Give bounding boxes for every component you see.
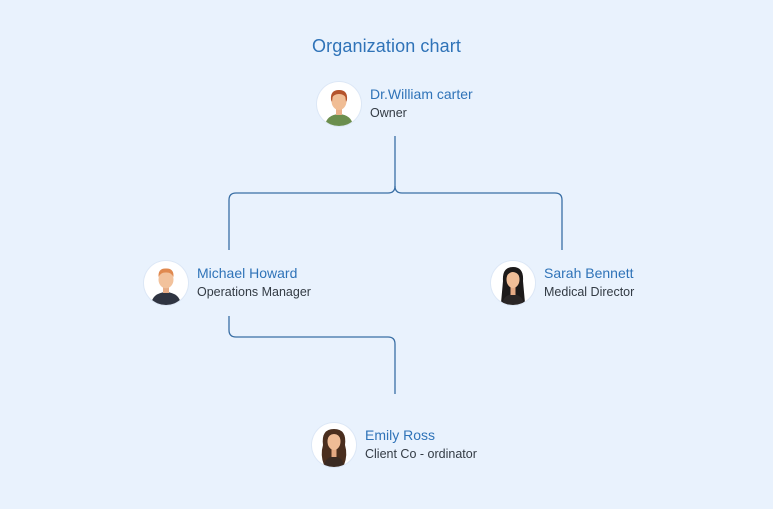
chart-title: Organization chart	[312, 36, 461, 56]
connector-owner-right	[394, 185, 563, 250]
medical-director-role: Medical Director	[544, 284, 635, 299]
node-medical-director[interactable]: Sarah Bennett Medical Director	[491, 261, 634, 305]
owner-name: Dr.William carter	[370, 86, 473, 103]
connector-owner-down	[228, 136, 396, 250]
operations-manager-role: Operations Manager	[197, 284, 311, 299]
avatar-medical-director	[491, 261, 535, 305]
avatar-client-coordinator	[312, 423, 356, 467]
client-coordinator-name: Emily Ross	[365, 427, 436, 444]
node-owner[interactable]: Dr.William carter Owner	[317, 82, 473, 126]
man-avatar-icon	[317, 82, 361, 126]
medical-director-name: Sarah Bennett	[544, 265, 634, 282]
woman-avatar-icon	[312, 423, 356, 467]
man-avatar-icon	[144, 261, 188, 305]
operations-manager-name: Michael Howard	[197, 265, 298, 282]
node-client-coordinator[interactable]: Emily Ross Client Co - ordinator	[312, 423, 477, 467]
avatar-owner	[317, 82, 361, 126]
node-operations-manager[interactable]: Michael Howard Operations Manager	[144, 261, 311, 305]
owner-role: Owner	[370, 105, 407, 120]
client-coordinator-role: Client Co - ordinator	[365, 446, 477, 461]
avatar-operations-manager	[144, 261, 188, 305]
connector-operations-client	[228, 316, 396, 394]
woman-avatar-icon	[491, 261, 535, 305]
